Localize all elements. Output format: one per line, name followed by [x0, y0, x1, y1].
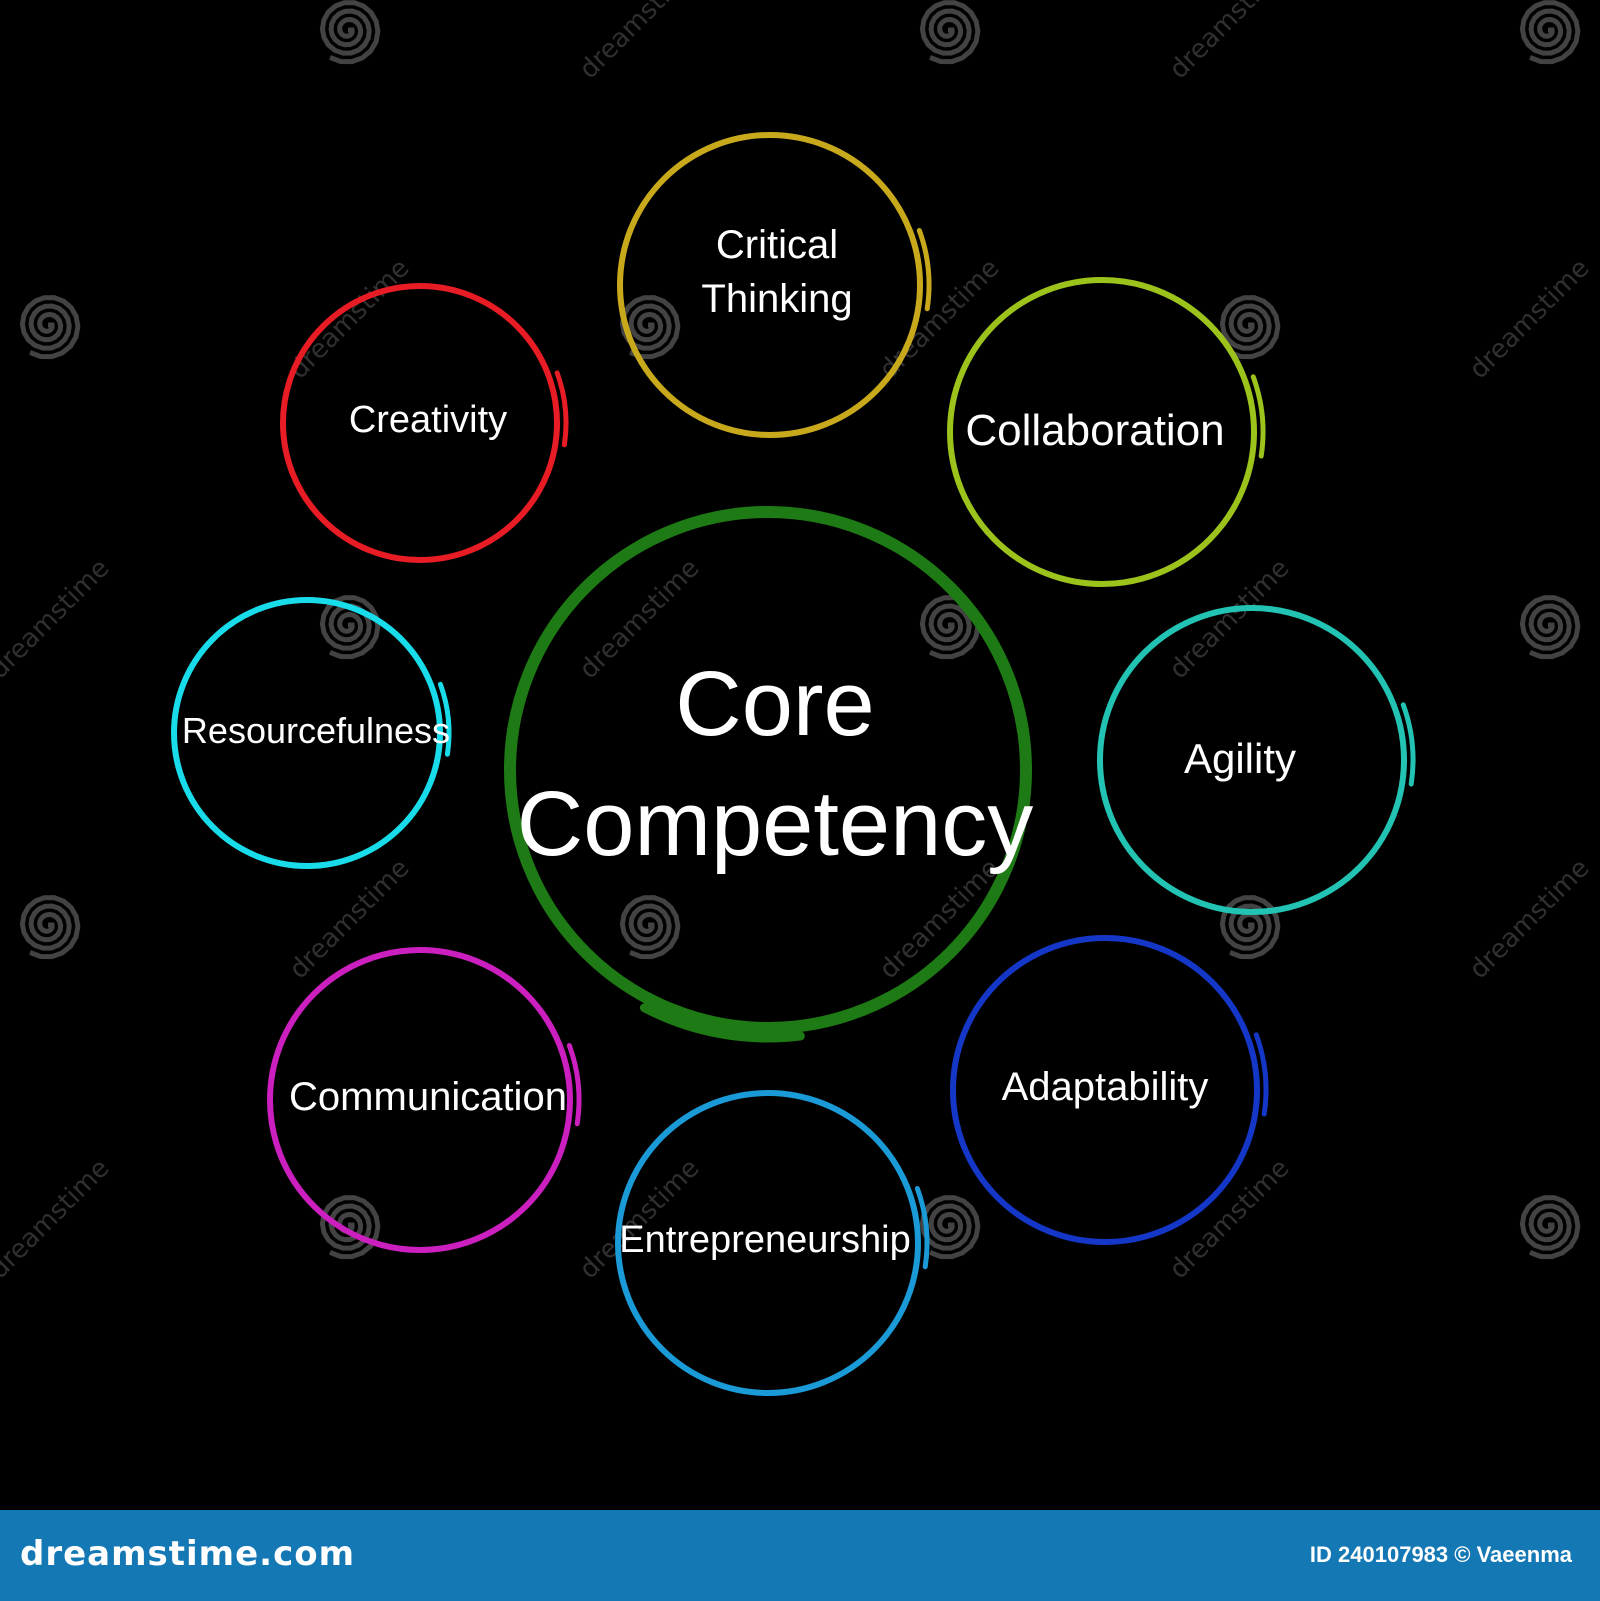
- node-label-agility: Agility: [1184, 735, 1296, 782]
- node-ring-tail-agility: [1400, 702, 1416, 787]
- watermark-text: dreamstime: [284, 253, 416, 385]
- node-ring-creativity: [280, 283, 560, 563]
- node-label-adaptability: Adaptability: [1002, 1065, 1209, 1109]
- watermark-text: dreamstime: [1464, 853, 1596, 985]
- watermark-spiral-icon: [619, 295, 681, 360]
- watermark-spiral-icon: [1519, 1195, 1581, 1260]
- footer-image-credit: ID 240107983 © Vaeenma: [1309, 1542, 1572, 1567]
- node-communication: Communication: [267, 947, 582, 1253]
- watermark-text: dreamstime: [0, 1153, 115, 1285]
- watermark-spiral-icon: [319, 595, 381, 660]
- center-node: Core Competency: [504, 506, 1033, 1043]
- node-label-critical-thinking-line2: Thinking: [701, 277, 852, 321]
- node-entrepreneurship: Entrepreneurship: [615, 1090, 930, 1396]
- node-layer: CriticalThinkingCollaborationAgilityAdap…: [171, 132, 1416, 1396]
- footer-bar: dreamstime.com ID 240107983 © Vaeenma: [0, 1510, 1600, 1601]
- watermark-spiral-icon: [1519, 0, 1581, 65]
- node-ring-entrepreneurship: [615, 1090, 921, 1396]
- watermark-spiral-icon: [1219, 295, 1281, 360]
- watermark-layer: dreamstime dreamstime dreamstime dreamstime…: [0, 0, 1595, 1285]
- watermark-spiral-icon: [319, 1195, 381, 1260]
- center-label-line1: Core: [675, 653, 874, 755]
- watermark-spiral-icon: [19, 295, 81, 360]
- node-label-resourcefulness: Resourcefulness: [182, 710, 450, 751]
- watermark-spiral-icon: [1219, 895, 1281, 960]
- node-label-collaboration: Collaboration: [965, 406, 1224, 455]
- node-label-creativity: Creativity: [349, 399, 507, 441]
- node-ring-tail-communication: [566, 1042, 582, 1127]
- node-label-communication: Communication: [289, 1075, 567, 1119]
- watermark-spiral-icon: [319, 0, 381, 65]
- node-ring-tail-critical-thinking: [916, 227, 932, 312]
- watermark-text: dreamstime: [1164, 553, 1296, 685]
- node-ring-tail-entrepreneurship: [914, 1185, 930, 1270]
- node-adaptability: Adaptability: [950, 935, 1269, 1245]
- node-ring-communication: [267, 947, 573, 1253]
- node-ring-collaboration: [947, 277, 1257, 587]
- node-ring-tail-creativity: [554, 370, 569, 448]
- center-ring: [504, 506, 1032, 1034]
- watermark-text: dreamstime: [1164, 0, 1296, 85]
- node-ring-agility: [1097, 605, 1407, 915]
- core-competency-diagram: dreamstime dreamstime dreamstime dreamstime…: [0, 0, 1595, 1396]
- node-label-critical-thinking-line1: Critical: [716, 223, 838, 267]
- watermark-spiral-icon: [619, 895, 681, 960]
- node-ring-critical-thinking: [617, 132, 923, 438]
- node-ring-adaptability: [950, 935, 1260, 1245]
- watermark-spiral-icon: [919, 0, 981, 65]
- watermark-spiral-icon: [19, 895, 81, 960]
- node-ring-tail-adaptability: [1253, 1032, 1269, 1117]
- node-label-entrepreneurship: Entrepreneurship: [619, 1219, 911, 1261]
- node-creativity: Creativity: [280, 283, 569, 563]
- center-label-line2: Competency: [517, 773, 1033, 875]
- footer-brand-logo[interactable]: dreamstime.com: [20, 1534, 356, 1574]
- diagram-canvas: dreamstime dreamstime dreamstime dreamstime…: [0, 0, 1596, 1396]
- watermark-text: dreamstime: [574, 0, 706, 85]
- node-resourcefulness: Resourcefulness: [171, 597, 452, 869]
- node-ring-tail-collaboration: [1250, 374, 1266, 459]
- center-ring-tail: [639, 1003, 805, 1043]
- watermark-text: dreamstime: [1464, 253, 1596, 385]
- node-agility: Agility: [1097, 605, 1416, 915]
- node-collaboration: Collaboration: [947, 277, 1266, 587]
- node-ring-tail-resourcefulness: [437, 681, 452, 757]
- watermark-text: dreamstime: [0, 553, 115, 685]
- watermark-spiral-icon: [919, 1195, 981, 1260]
- node-ring-resourcefulness: [171, 597, 443, 869]
- watermark-spiral-icon: [1519, 595, 1581, 660]
